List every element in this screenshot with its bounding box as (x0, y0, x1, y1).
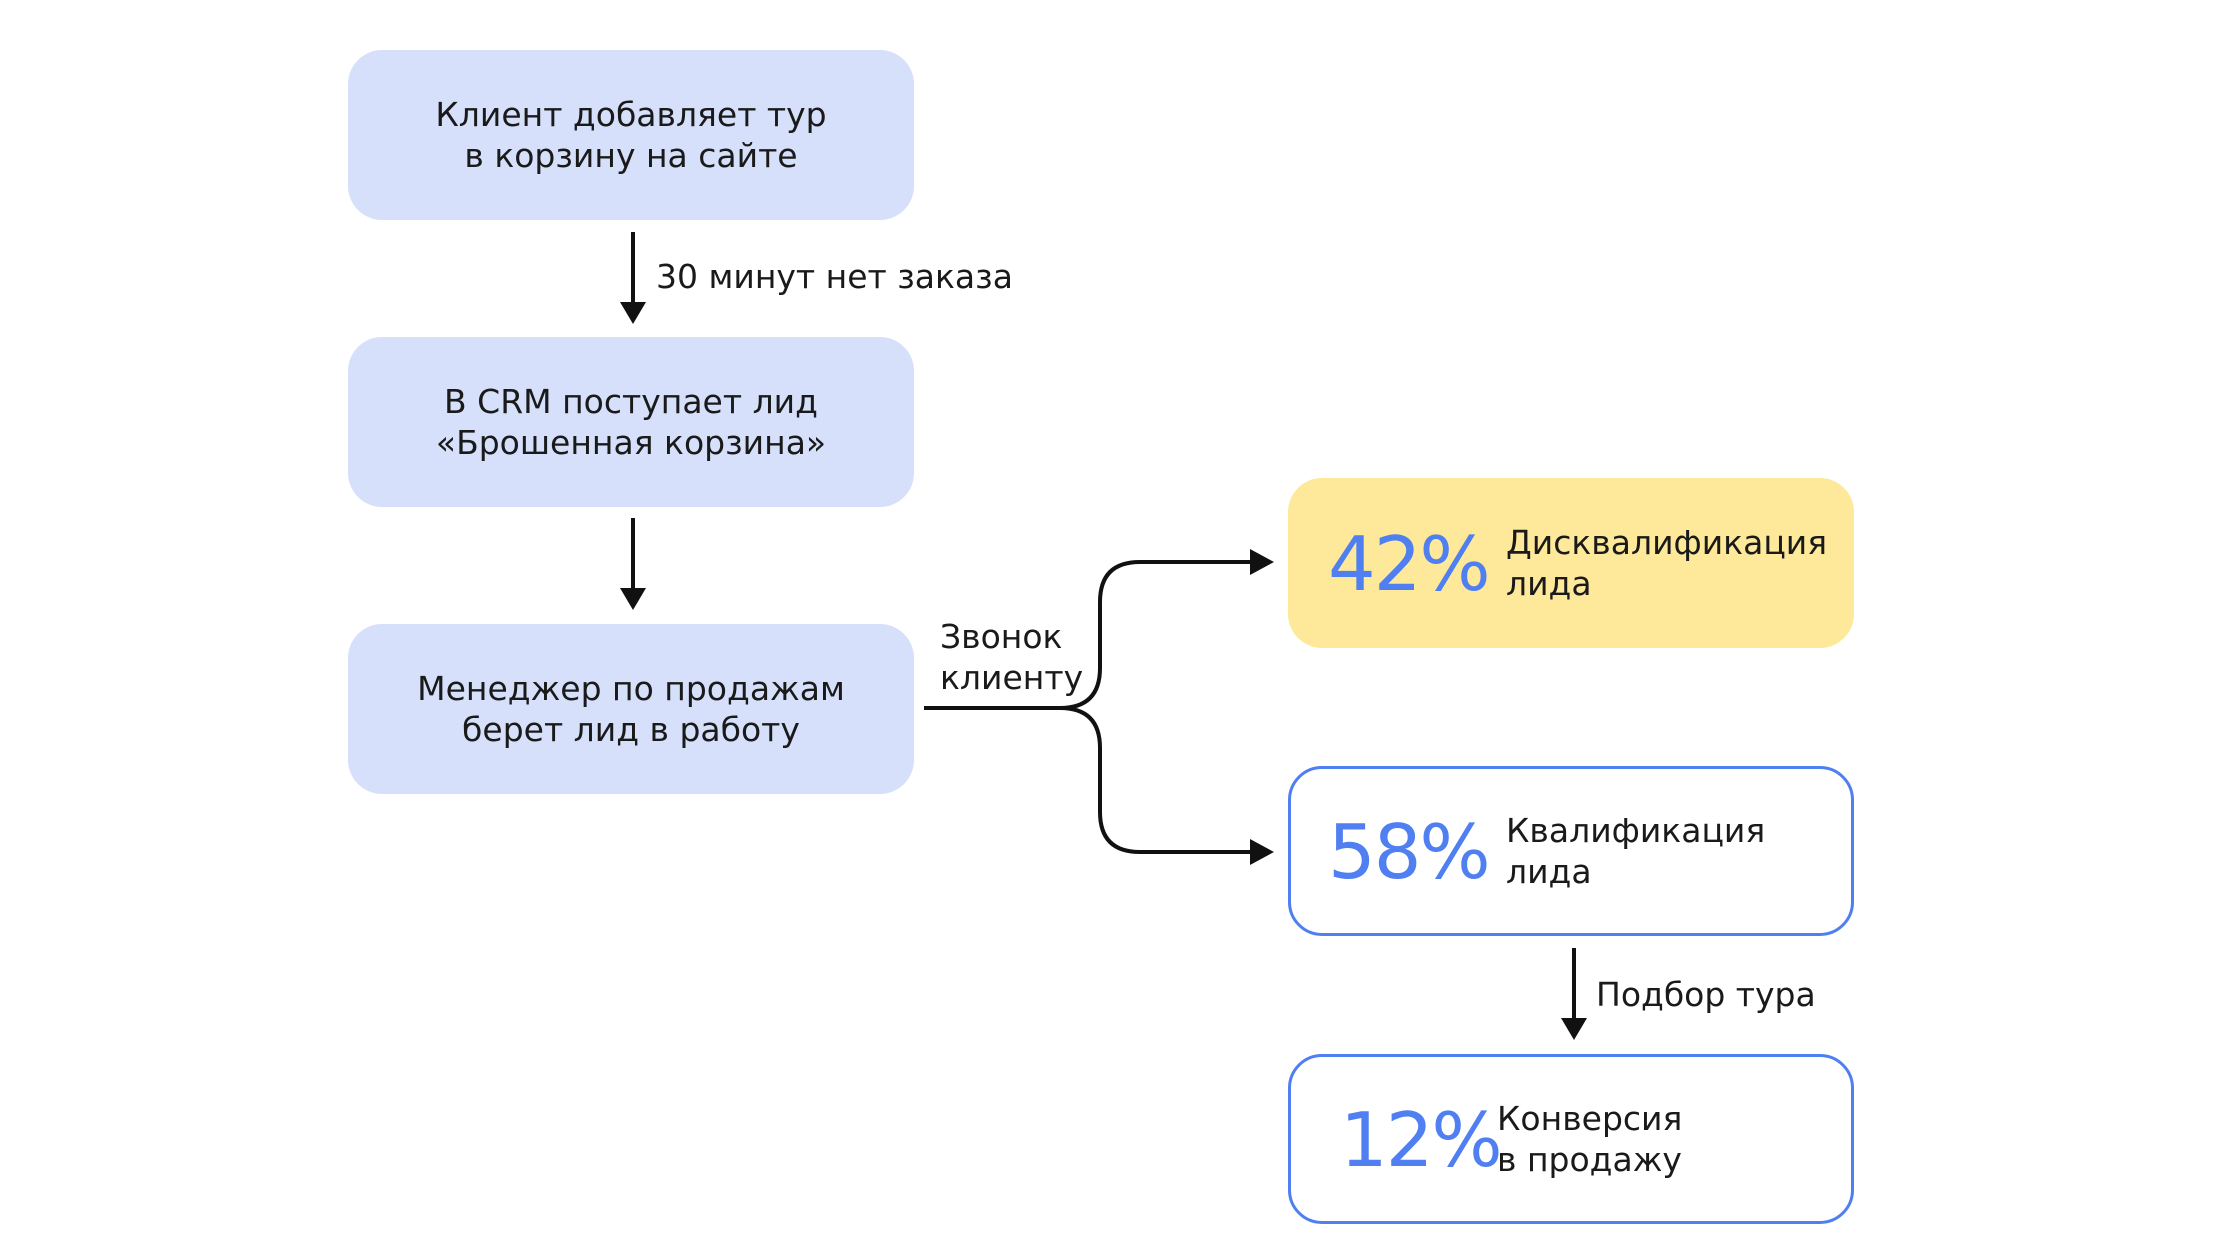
result-conversion-percent: 12% (1340, 1096, 1503, 1184)
edge-label-no-order: 30 минут нет заказа (656, 257, 1013, 296)
result-disqualification-text: Дисквалификация лида (1506, 523, 1828, 603)
branch-connector (924, 549, 1274, 865)
arrow-step1-to-step2 (620, 232, 646, 324)
step-manager-takes-lead-text: Менеджер по продажам берет лид в работу (417, 669, 845, 749)
result-disqualification: 42% Дисквалификация лида (1288, 478, 1854, 648)
step-crm-lead: В CRM поступает лид «Брошенная корзина» (348, 337, 914, 507)
edge-label-call: Звонок клиенту (940, 617, 1084, 697)
result-disqualification-percent: 42% (1328, 520, 1491, 608)
arrow-qualification-to-conversion (1561, 948, 1587, 1040)
step-manager-takes-lead: Менеджер по продажам берет лид в работу (348, 624, 914, 794)
result-qualification: 58% Квалификация лида (1288, 766, 1854, 936)
result-qualification-percent: 58% (1328, 808, 1491, 896)
result-conversion: 12% Конверсия в продажу (1288, 1054, 1854, 1224)
step-crm-lead-text: В CRM поступает лид «Брошенная корзина» (435, 382, 827, 462)
result-qualification-text: Квалификация лида (1506, 811, 1766, 891)
result-conversion-text: Конверсия в продажу (1497, 1099, 1683, 1179)
edge-label-tour-selection: Подбор тура (1596, 975, 1816, 1014)
arrow-step2-to-step3 (620, 518, 646, 610)
step-add-to-cart-text: Клиент добавляет тур в корзину на сайте (435, 95, 827, 175)
step-add-to-cart: Клиент добавляет тур в корзину на сайте (348, 50, 914, 220)
